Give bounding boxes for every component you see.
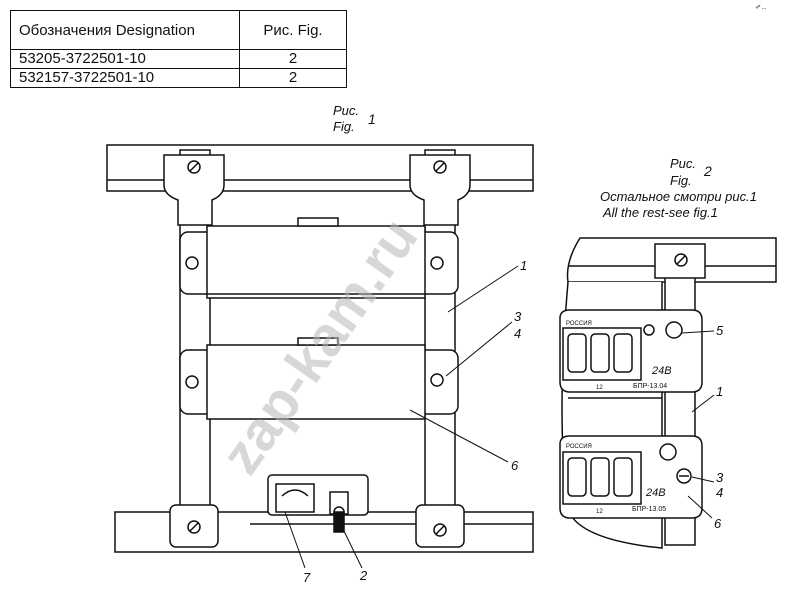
fuse-slot (613, 333, 633, 373)
fig2-callouts: 5 1 3 4 6 (714, 323, 724, 531)
fig2-block-labels: РОССИЯ 24В БПР-13.04 12 РОССИЯ 24В БПР-1… (566, 321, 672, 515)
block-tab (297, 217, 339, 227)
lower-relay-block (206, 344, 426, 420)
svg-text:2: 2 (703, 163, 712, 179)
voltage-label: 24В (651, 365, 672, 377)
fig1-title: Рис. Fig. 1 (333, 103, 376, 134)
fuse-slot (590, 333, 610, 373)
fig2-title: Рис. Fig. 2 Остальное смотри рис.1 All t… (600, 156, 757, 220)
callout-label: 6 (511, 458, 519, 473)
screw-icon (430, 256, 444, 270)
fuse-slot (567, 457, 587, 497)
fig2-note-ru: Остальное смотри рис.1 (600, 189, 757, 204)
screw-slot (189, 162, 199, 172)
fig2-drawing (559, 237, 777, 549)
callout-label: 1 (716, 384, 723, 399)
fig2-leaders (681, 330, 715, 519)
callout-label: 3 (716, 470, 724, 485)
callout-label: 4 (716, 485, 723, 500)
code-label: 12 (596, 509, 603, 515)
fig1-callouts: 1 3 4 6 7 2 (303, 258, 527, 585)
screw-slot (435, 162, 445, 172)
callout-label: 1 (520, 258, 527, 273)
left-top-clamp (163, 154, 225, 226)
row-fig: 2 (239, 68, 347, 88)
model-label: БПР-13.05 (632, 506, 666, 513)
model-label: БПР-13.04 (633, 383, 667, 390)
right-top-clamp (409, 154, 471, 226)
designation-table: Обозначения Designation Рис. Fig. 53205-… (10, 10, 347, 88)
svg-text:Рис.: Рис. (670, 156, 696, 171)
screw-icon (185, 375, 199, 389)
fuse-bolt (333, 511, 345, 533)
corner-mark: ✐ ... (755, 4, 767, 11)
callout-label: 4 (514, 326, 521, 341)
screw-slot (189, 522, 199, 532)
fuse-slot (567, 333, 587, 373)
fuse-slot (590, 457, 610, 497)
rst-logo-icon (659, 443, 677, 461)
screw-icon (430, 373, 444, 387)
svg-text:Fig.: Fig. (670, 173, 692, 188)
svg-text:Fig.: Fig. (333, 119, 355, 134)
brand-label: РОССИЯ (566, 444, 592, 450)
fuse-slot (613, 457, 633, 497)
table-row: 532157-3722501-10 2 (10, 68, 347, 88)
table-header-designation: Обозначения Designation (10, 10, 240, 50)
callout-label: 5 (716, 323, 724, 338)
row-designation: 532157-3722501-10 (10, 68, 240, 88)
svg-text:Рис.: Рис. (333, 103, 359, 118)
fig1-leaders (284, 265, 519, 569)
callout-label: 3 (514, 309, 522, 324)
screw-icon (643, 324, 655, 336)
screw-icon (185, 256, 199, 270)
callout-label: 2 (359, 568, 368, 583)
block-tab (297, 337, 339, 346)
callout-label: 7 (303, 570, 311, 585)
brand-label: РОССИЯ (566, 321, 592, 327)
code-label: 12 (596, 385, 603, 391)
table-header-fig: Рис. Fig. (239, 10, 347, 50)
fig2-note-en: All the rest-see fig.1 (602, 205, 718, 220)
screw-slot (435, 525, 445, 535)
voltage-label: 24В (645, 487, 666, 499)
fuse-arc (281, 489, 309, 497)
screw-slot (676, 255, 686, 265)
svg-text:1: 1 (368, 111, 376, 127)
fig1-drawing (106, 144, 534, 553)
callout-label: 6 (714, 516, 722, 531)
fuse-cover (275, 483, 315, 513)
rst-logo-icon (665, 321, 683, 339)
